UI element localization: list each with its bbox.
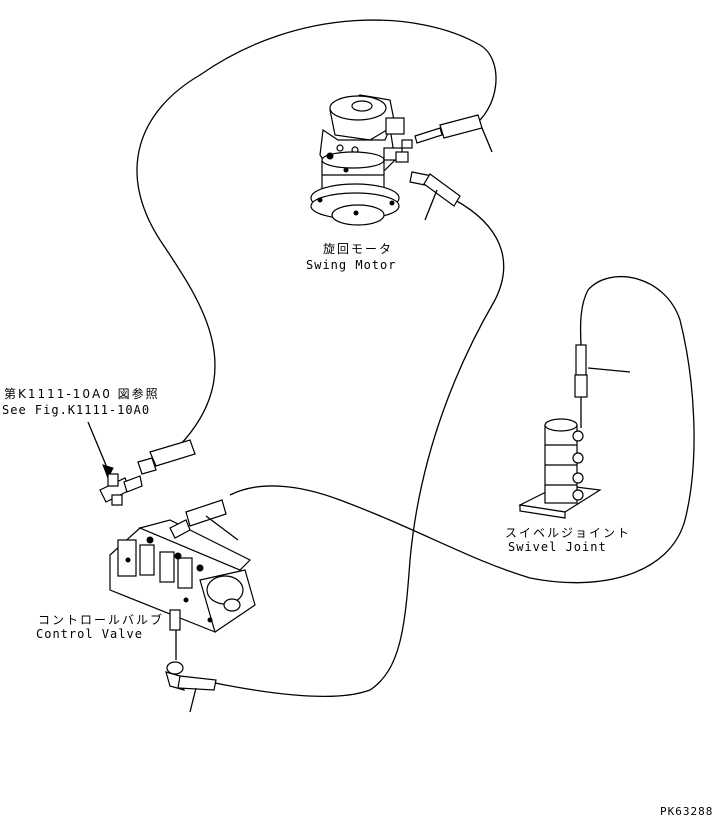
motor-hose-fitting-lower [409, 171, 461, 221]
see-fig-label-en: See Fig.K1111-10A0 [2, 403, 151, 417]
hose-valve-to-swivel [229, 276, 695, 584]
drawing-number: PK63288 [660, 805, 714, 818]
swivel-hose-fitting [574, 344, 631, 428]
hose-motor-to-tee [136, 19, 497, 446]
motor-hose-fitting-upper [414, 114, 493, 153]
swivel-joint-label-jp: スイベルジョイント [505, 526, 632, 540]
control-valve-label-jp: コントロールバルブ [38, 613, 165, 627]
swing-motor [310, 94, 413, 226]
swing-motor-label-en: Swing Motor [306, 258, 397, 272]
control-valve [109, 519, 256, 633]
see-fig-label-jp: 第K1111-10A0 図参照 [4, 387, 160, 401]
valve-hose-fitting-bottom [165, 630, 217, 713]
swing-motor-label-jp: 旋回モータ [323, 242, 394, 256]
swivel-joint-label-en: Swivel Joint [508, 540, 607, 554]
swivel-joint [518, 418, 602, 519]
hose-motor-to-valve [214, 199, 505, 698]
tee-fitting [87, 421, 143, 506]
valve-hose-fitting-top [169, 499, 239, 541]
control-valve-label-en: Control Valve [36, 627, 143, 641]
tee-hose-fitting [137, 439, 196, 475]
